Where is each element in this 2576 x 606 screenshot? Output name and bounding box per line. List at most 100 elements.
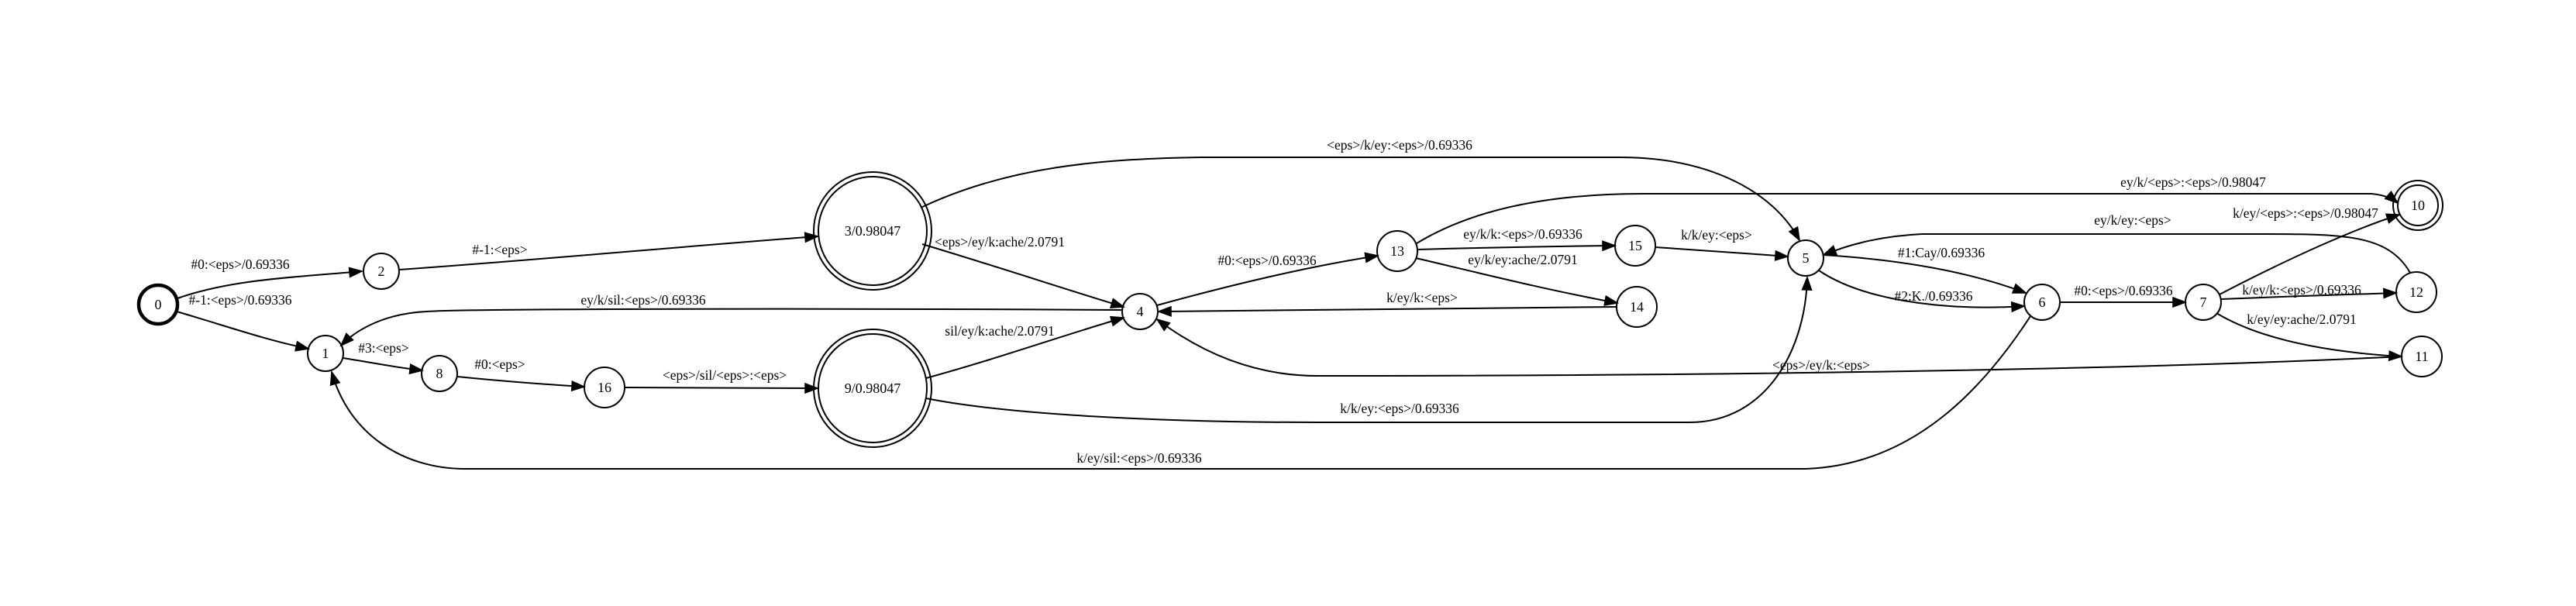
transition-label: ey/k/k:<eps>/0.69336 [1463,226,1582,242]
transition-label: ey/k/<eps>:<eps>/0.98047 [2120,174,2266,190]
state-13: 13 [1376,230,1418,272]
state-label: 2 [378,263,385,279]
transition-line [2216,312,2402,357]
transition-5-6: #1:Cay/0.69336 [1823,245,2028,294]
arrowhead [1156,305,1172,317]
state-label: 0 [155,297,162,312]
transition-13-15: ey/k/k:<eps>/0.69336 [1417,226,1617,252]
transition-line [1655,246,1789,257]
transition-label: #2:K./0.69336 [1894,288,1972,304]
transition-line [398,236,818,270]
state-circle [1376,230,1418,272]
transition-7-12: k/ey/k:<eps>/0.69336 [2220,282,2399,300]
state-label: 8 [436,366,443,381]
state-label: 7 [2200,294,2207,310]
state-circle [1616,286,1658,328]
state-circle [1121,293,1159,330]
arrowhead [348,267,364,278]
state-11: 11 [2401,336,2443,377]
arrowhead [804,382,820,394]
arrowhead [804,232,820,243]
transition-line [340,308,1123,346]
arrowhead [1364,252,1380,263]
state-label: 16 [598,380,611,395]
state-label: 5 [1803,250,1810,266]
transition-12-5: ey/k/ey:<eps> [1822,212,2411,274]
state-label: 3/0.98047 [845,223,901,239]
transition-4-13: #0:<eps>/0.69336 [1156,252,1380,306]
transition-label: #0:<eps>/0.69336 [191,257,289,272]
state-circle [2401,336,2443,377]
transition-line [177,270,363,299]
transition-line [925,317,1124,379]
state-circle [2185,284,2222,321]
state-16: 16 [584,367,625,408]
state-label: 10 [2411,198,2425,213]
transition-line [1156,255,1379,306]
transition-9-5: k/k/ey:<eps>/0.69336 [925,275,1813,423]
state-circle [2395,271,2437,313]
transition-line [1823,232,2411,274]
state-4: 4 [1121,293,1159,330]
arrowhead [2172,296,2188,308]
state-circle [2023,284,2061,321]
arrowhead [2011,283,2028,294]
final-state-ring [813,171,932,291]
state-label: 11 [2415,349,2428,364]
transition-7-10: k/ey/<eps>:<eps>/0.98047 [2219,205,2402,295]
state-circle [363,253,400,290]
transition-label: <eps>/ey/k:<eps> [1772,357,1870,373]
transition-0-2: #0:<eps>/0.69336 [177,257,364,299]
state-circle [136,283,180,326]
arrowhead [570,380,587,392]
state-14: 14 [1616,286,1658,328]
transition-label: #0:<eps> [474,356,525,372]
transition-3-5: <eps>/k/ey:<eps>/0.69336 [920,137,1801,242]
arrowhead [1155,318,1171,332]
transition-8-16: #0:<eps> [456,356,587,392]
transition-label: k/ey/<eps>:<eps>/0.98047 [2233,205,2378,221]
state-label: 13 [1390,243,1404,259]
arrowhead [339,332,354,347]
state-15: 15 [1614,225,1656,267]
state-9: 9/0.98047 [813,329,932,448]
state-5: 5 [1787,239,1824,277]
transition-line [2220,292,2397,300]
transition-label: #3:<eps> [358,340,409,356]
transition-7-11: k/ey/ey:ache/2.0791 [2216,312,2404,362]
transition-label: <eps>/sil/<eps>:<eps> [663,367,787,383]
transition-label: k/ey/k:<eps>/0.69336 [2242,282,2361,298]
transition-label: ey/k/ey:<eps> [2094,212,2171,228]
arrowhead [1602,240,1617,252]
arrowhead [2388,349,2404,362]
transition-15-5: k/k/ey:<eps> [1655,227,1790,261]
arrowhead [1788,226,1801,242]
transition-line [1818,270,2025,308]
state-label: 9/0.98047 [845,380,901,396]
state-circle [1787,239,1824,277]
arrowhead [1774,250,1790,261]
transition-label: <eps>/k/ey:<eps>/0.69336 [1327,137,1472,153]
transition-label: k/k/ey:<eps>/0.69336 [1340,401,1459,416]
state-circle [2397,184,2439,226]
transition-line [456,376,585,387]
arrowhead [408,363,425,375]
transition-label: k/k/ey:<eps> [1681,227,1752,243]
transition-16-9: <eps>/sil/<eps>:<eps> [624,367,820,394]
transition-11-4: <eps>/ey/k:<eps> [1155,318,2402,377]
transition-line [624,387,818,389]
transition-line [1823,254,2027,294]
transition-label: #-1:<eps> [472,242,527,257]
state-circle [584,367,625,408]
state-3: 3/0.98047 [813,171,932,291]
transition-14-4: k/ey/k:<eps> [1156,290,1617,317]
arrowhead [1822,245,1838,256]
transition-label: ey/k/sil:<eps>/0.69336 [580,292,705,308]
state-2: 2 [363,253,400,290]
transition-label: #-1:<eps>/0.69336 [189,292,292,308]
transition-label: k/ey/ey:ache/2.0791 [2247,312,2356,327]
transition-6-1: k/ey/sil:<eps>/0.69336 [329,315,2031,470]
transition-0-1: #-1:<eps>/0.69336 [176,292,311,352]
